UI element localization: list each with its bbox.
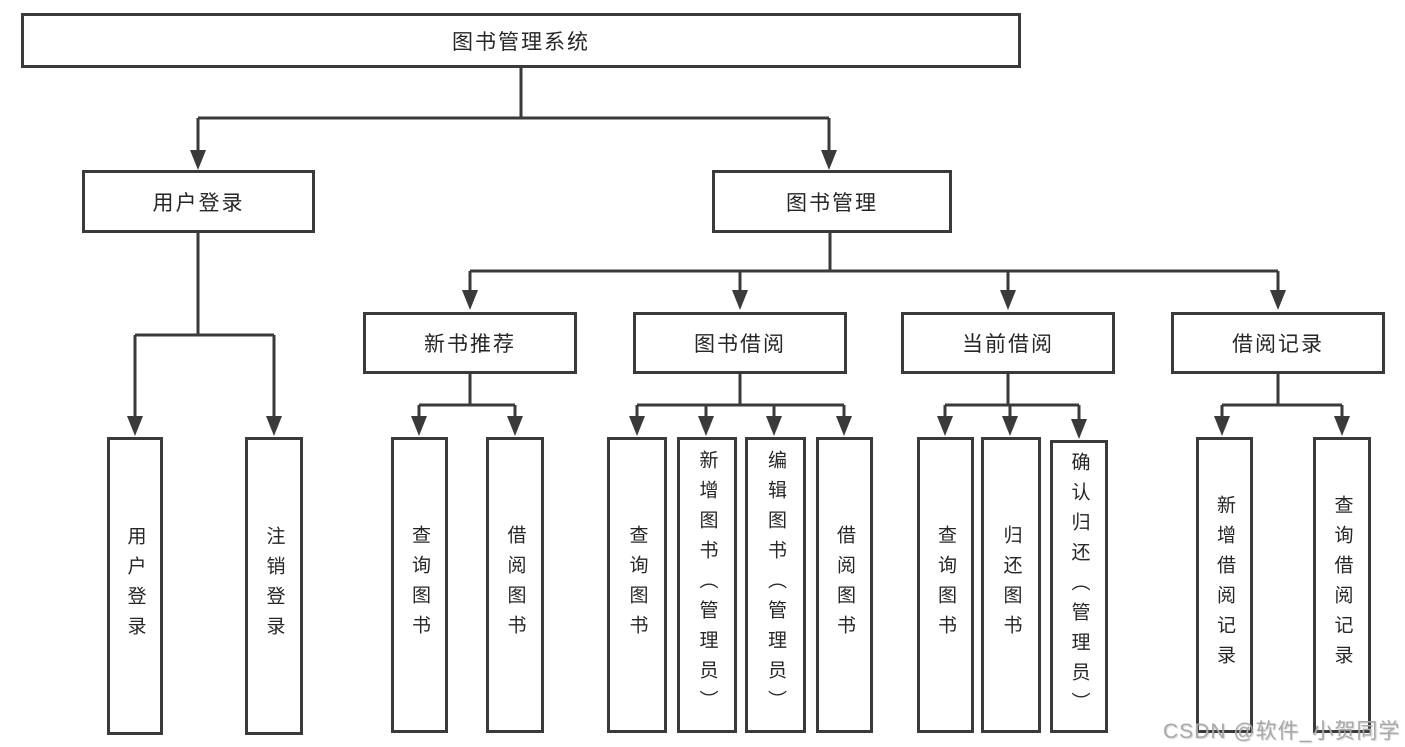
leaf-logout-label: 注销登录 <box>263 526 285 646</box>
node-current-borrow: 当前借阅 <box>901 312 1115 374</box>
leaf-query-book-2: 查询图书 <box>607 437 667 733</box>
leaf-borrow-book-1: 借阅图书 <box>486 437 544 733</box>
leaf-logout: 注销登录 <box>245 437 303 735</box>
leaf-query-book-1-label: 查询图书 <box>409 525 430 645</box>
node-root: 图书管理系统 <box>21 13 1021 68</box>
node-new-book-recommend-label: 新书推荐 <box>424 333 516 356</box>
leaf-query-borrow-record: 查询借阅记录 <box>1313 437 1371 733</box>
node-book-management-label: 图书管理 <box>786 191 878 215</box>
csdn-watermark: CSDN @软件_小贺同学 <box>1163 720 1401 743</box>
node-root-label: 图书管理系统 <box>452 30 590 54</box>
node-borrow-record-label: 借阅记录 <box>1232 333 1324 356</box>
leaf-query-book-3: 查询图书 <box>917 437 974 733</box>
leaf-edit-book-admin-label: 编辑图书（管理员） <box>765 450 786 720</box>
leaf-borrow-book-1-label: 借阅图书 <box>504 525 526 645</box>
node-new-book-recommend: 新书推荐 <box>363 312 577 374</box>
node-borrow-record: 借阅记录 <box>1171 312 1385 374</box>
leaf-confirm-return-admin: 确认归还（管理员） <box>1050 440 1108 733</box>
leaf-query-book-1: 查询图书 <box>391 437 448 733</box>
leaf-add-borrow-record-label: 新增借阅记录 <box>1214 495 1235 675</box>
leaf-add-borrow-record: 新增借阅记录 <box>1196 437 1253 733</box>
node-book-management: 图书管理 <box>712 170 952 233</box>
node-user-login-label: 用户登录 <box>152 191 245 215</box>
leaf-borrow-book-2: 借阅图书 <box>816 437 873 733</box>
node-book-borrow: 图书借阅 <box>633 312 847 374</box>
leaf-query-borrow-record-label: 查询借阅记录 <box>1331 495 1353 675</box>
leaf-add-book-admin: 新增图书（管理员） <box>677 437 737 733</box>
leaf-query-book-2-label: 查询图书 <box>626 525 648 645</box>
leaf-edit-book-admin: 编辑图书（管理员） <box>745 437 806 733</box>
leaf-return-book: 归还图书 <box>981 437 1041 733</box>
leaf-return-book-label: 归还图书 <box>1000 525 1022 645</box>
leaf-user-login: 用户登录 <box>107 437 163 735</box>
leaf-add-book-admin-label: 新增图书（管理员） <box>696 450 718 720</box>
leaf-query-book-3-label: 查询图书 <box>935 525 956 645</box>
node-book-borrow-label: 图书借阅 <box>694 333 786 356</box>
node-user-login: 用户登录 <box>82 170 315 233</box>
leaf-confirm-return-admin-label: 确认归还（管理员） <box>1068 451 1090 722</box>
node-current-borrow-label: 当前借阅 <box>962 333 1054 356</box>
arrowheads <box>127 150 1350 439</box>
leaf-borrow-book-2-label: 借阅图书 <box>834 525 855 645</box>
leaf-user-login-label: 用户登录 <box>124 526 146 646</box>
